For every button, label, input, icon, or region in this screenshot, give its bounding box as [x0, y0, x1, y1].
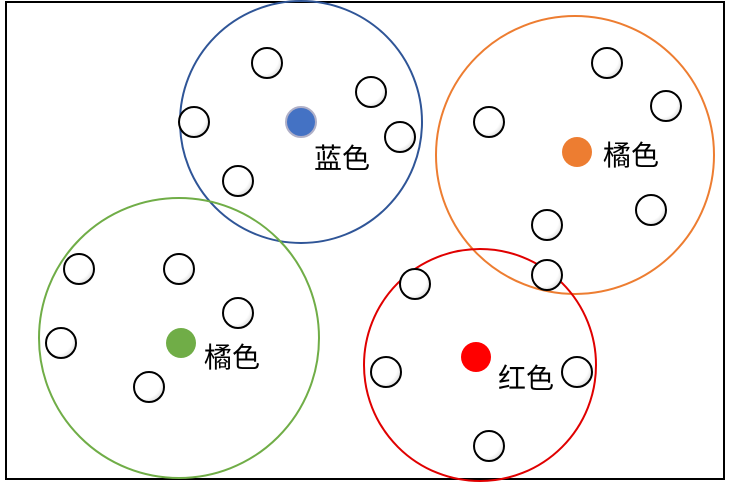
data-point: [222, 165, 254, 197]
data-point: [591, 47, 623, 79]
data-point: [561, 356, 593, 388]
data-point: [399, 268, 431, 300]
data-point: [163, 253, 195, 285]
cluster-center-orange: [562, 137, 592, 167]
data-point: [635, 194, 667, 226]
data-point: [531, 209, 563, 241]
data-point: [370, 356, 402, 388]
data-point: [133, 371, 165, 403]
data-point: [178, 106, 210, 138]
data-point: [222, 297, 254, 329]
data-point: [650, 90, 682, 122]
cluster-label-green: 橘色: [204, 341, 260, 374]
cluster-label-orange: 橘色: [603, 139, 659, 172]
cluster-circle-orange: [435, 15, 715, 295]
data-points: [45, 47, 682, 462]
data-point: [355, 76, 387, 108]
cluster-circle-green: [38, 197, 320, 479]
data-point: [45, 327, 77, 359]
cluster-center-red: [461, 342, 491, 372]
data-point: [384, 121, 416, 153]
data-point: [473, 430, 505, 462]
data-point: [251, 47, 283, 79]
cluster-label-blue: 蓝色: [314, 142, 370, 175]
cluster-circle-red: [363, 248, 597, 482]
data-point: [531, 259, 563, 291]
cluster-center-green: [166, 328, 196, 358]
data-point: [473, 106, 505, 138]
data-point: [63, 253, 95, 285]
cluster-center-blue: [285, 106, 317, 138]
cluster-label-red: 红色: [498, 362, 554, 395]
